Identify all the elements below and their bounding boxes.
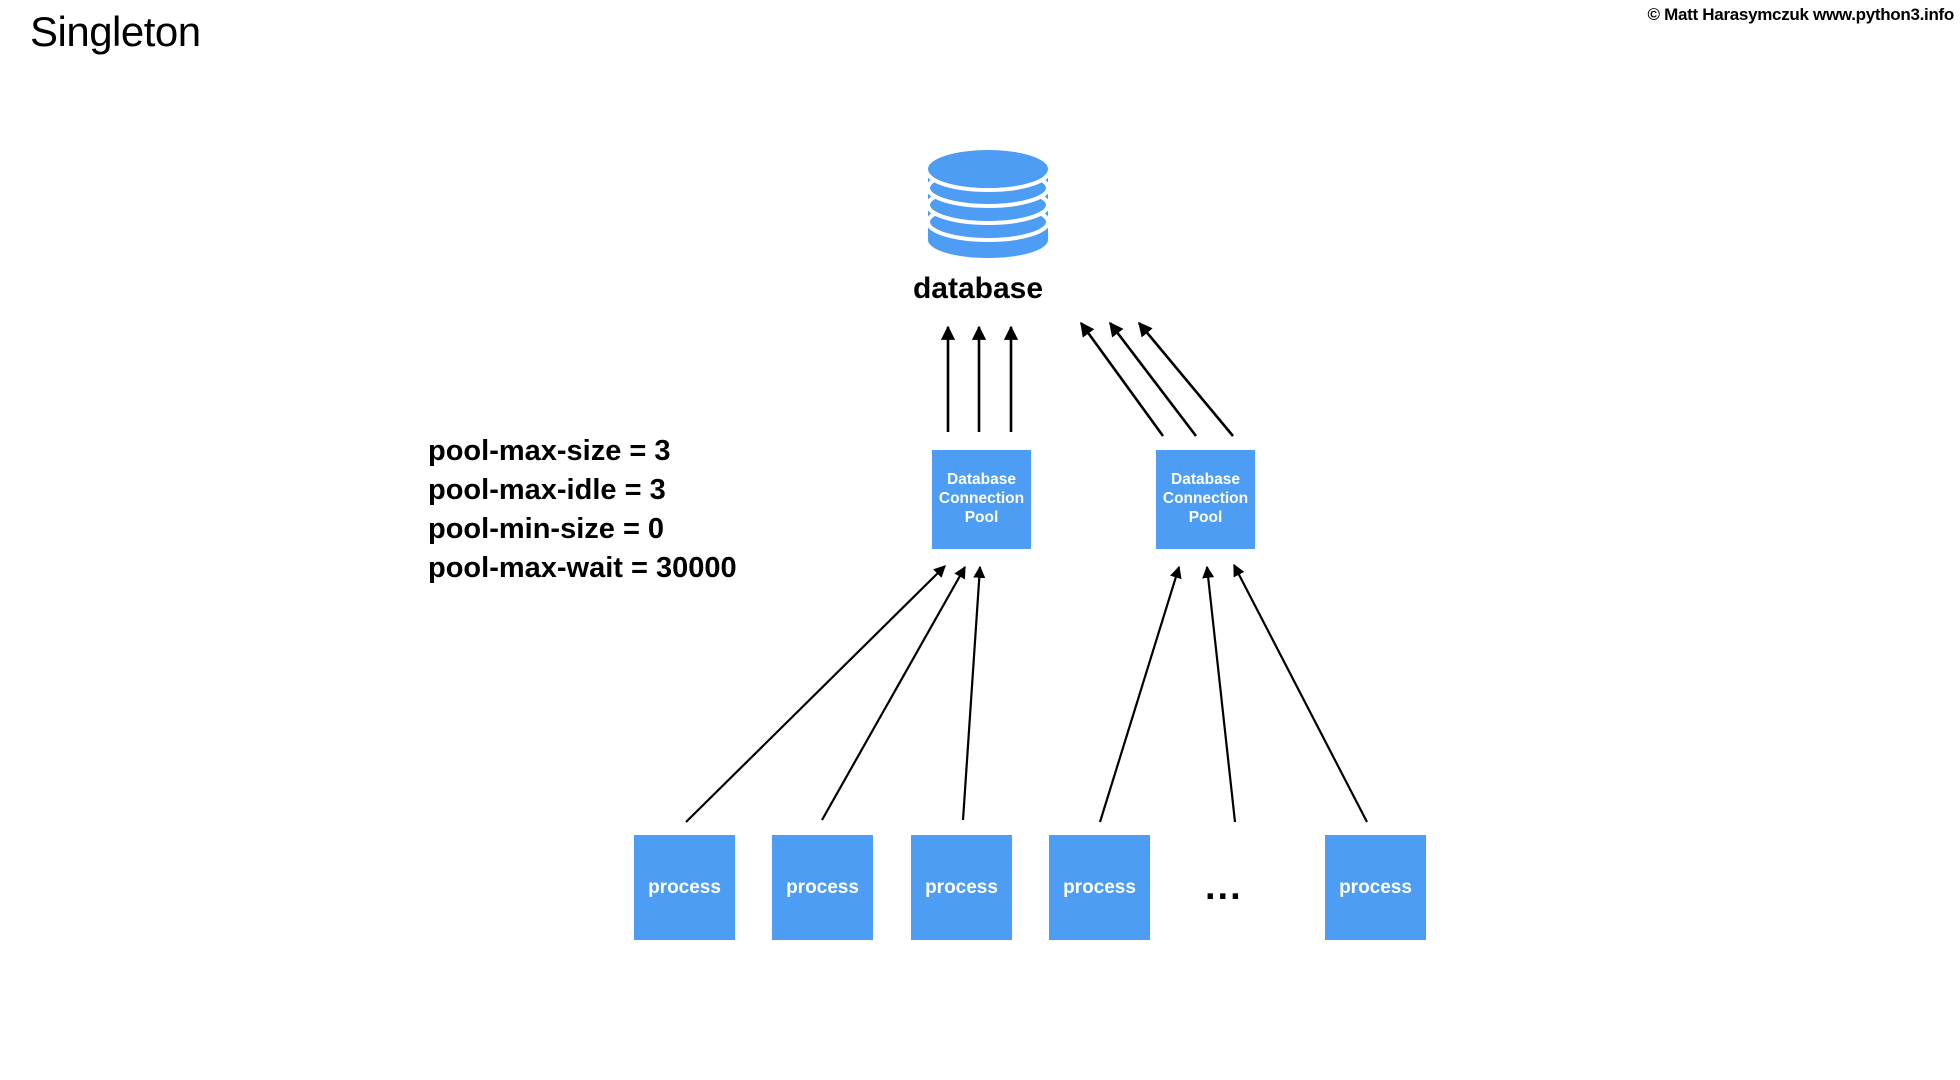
database-connection-pool-2[interactable]: Database Connection Pool: [1156, 450, 1255, 549]
config-line-pool-max-size: pool-max-size = 3: [428, 435, 671, 467]
pool-2-label-line1: Database: [1171, 471, 1240, 489]
arrows-pool2-to-database: [1079, 321, 1234, 437]
process-box-2[interactable]: process: [772, 835, 873, 940]
pool-2-label: Database Connection Pool: [1163, 471, 1248, 528]
process-2-label: process: [786, 876, 859, 898]
database-label: database: [912, 272, 1044, 305]
process-box-4[interactable]: process: [1049, 835, 1150, 940]
process-box-1[interactable]: process: [634, 835, 735, 940]
pool-config-text: pool-max-size = 3 pool-max-idle = 3 pool…: [428, 432, 737, 588]
pool-1-label-line1: Database: [947, 471, 1016, 489]
arrows-processes-to-pool2: [1098, 563, 1368, 823]
process-1-label: process: [648, 876, 721, 898]
pool-1-label-line3: Pool: [964, 508, 999, 526]
copyright-notice: © Matt Harasymczuk www.python3.info: [1647, 5, 1955, 24]
arrows-processes-to-pool1: [685, 565, 986, 823]
pool-2-label-line3: Pool: [1188, 508, 1223, 526]
pool-1-label: Database Connection Pool: [939, 471, 1024, 528]
pool-2-label-line2: Connection: [1162, 490, 1249, 508]
config-line-pool-min-size: pool-min-size = 0: [428, 513, 665, 545]
ellipsis-indicator: ...: [1205, 866, 1243, 908]
database-connection-pool-1[interactable]: Database Connection Pool: [932, 450, 1031, 549]
process-box-3[interactable]: process: [911, 835, 1012, 940]
config-line-pool-max-idle: pool-max-idle = 3: [428, 474, 666, 506]
page-title: Singleton: [30, 8, 201, 55]
process-3-label: process: [925, 876, 998, 898]
pool-1-label-line2: Connection: [938, 490, 1025, 508]
database-cylinder-icon: [926, 150, 1050, 258]
process-4-label: process: [1063, 876, 1136, 898]
arrows-pool1-to-database: [940, 325, 1019, 432]
process-5-label: process: [1339, 876, 1412, 898]
config-line-pool-max-wait: pool-max-wait = 30000: [428, 552, 737, 584]
process-box-5[interactable]: process: [1325, 835, 1426, 940]
